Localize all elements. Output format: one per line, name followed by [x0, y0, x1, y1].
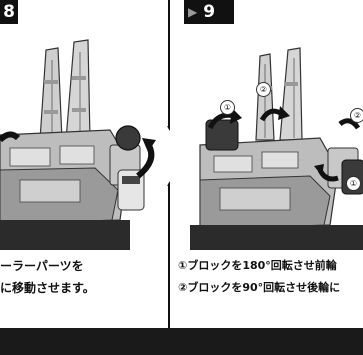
step-8-caption-line-2: に移動させます。 — [0, 281, 95, 295]
step-9-panel: ① ② ① ② — [170, 0, 363, 328]
step-9-caption-line-1: ①ブロックを180°回転させ前輪 — [178, 259, 337, 272]
rotation-marker-1: ① — [220, 100, 235, 115]
step-9-number: 9 — [203, 2, 216, 22]
footer-bar — [0, 328, 363, 355]
model-illustration-step-8 — [0, 39, 156, 250]
step-9-caption-line-2: ②ブロックを90°回転させ後輪に — [178, 281, 341, 294]
step-8-tag: 8 — [0, 0, 18, 24]
triangle-right-icon: ▶ — [188, 5, 198, 19]
model-illustration-step-9 — [190, 47, 363, 250]
rotation-marker-2: ② — [256, 82, 271, 97]
step-8-number: 8 — [3, 2, 15, 22]
rotation-marker-3: ① — [346, 176, 361, 191]
rotation-marker-4: ② — [350, 108, 363, 123]
step-9-tag: ▶ 9 — [184, 0, 234, 24]
step-8-caption-line-1: ーラーパーツを — [0, 259, 84, 273]
step-8-panel: 8 ーラーパーツを に移動させます。 — [0, 0, 168, 328]
